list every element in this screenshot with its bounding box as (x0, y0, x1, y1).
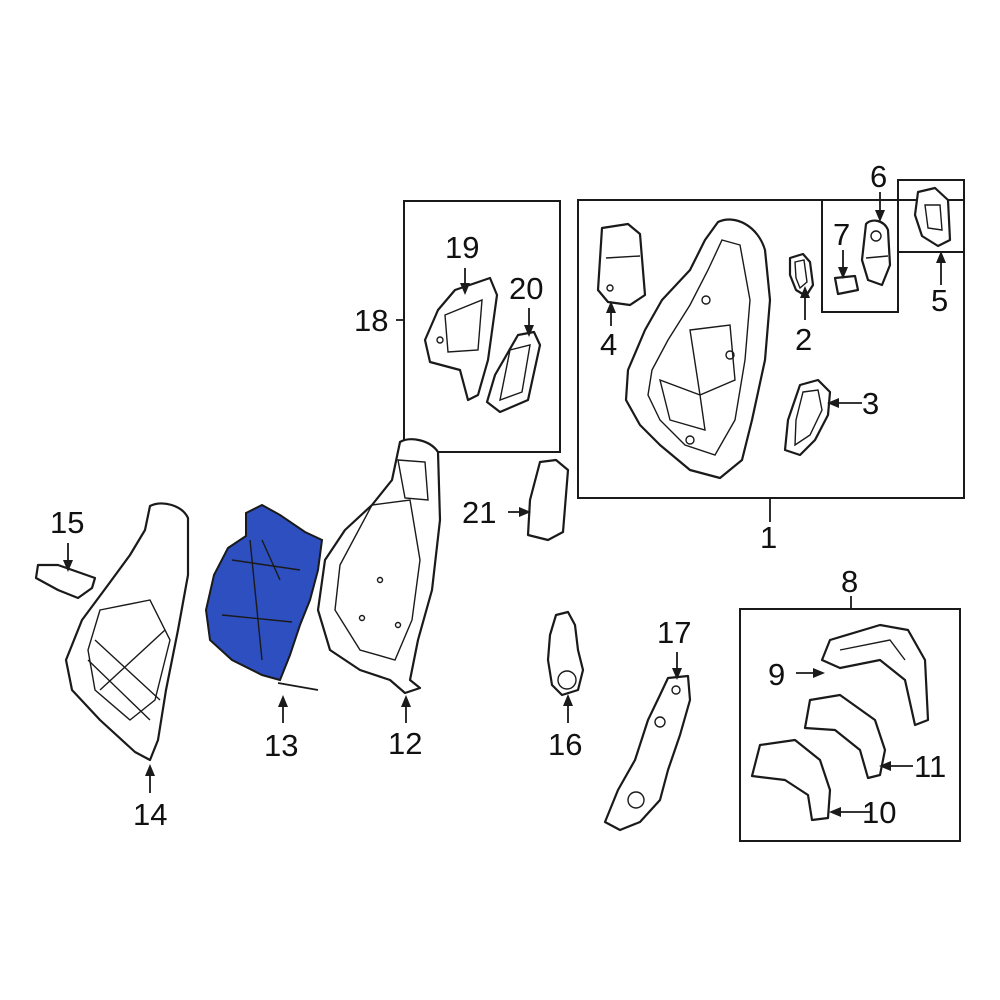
callout-19: 19 (445, 230, 479, 265)
callout-15: 15 (50, 505, 84, 540)
callout-5: 5 (931, 283, 948, 318)
part-21-pad[interactable] (526, 458, 570, 542)
callout-1: 1 (760, 520, 777, 555)
callout-10: 10 (862, 795, 896, 830)
group-box-6-7 (821, 199, 899, 313)
part-12-backrest-cushion[interactable] (316, 438, 442, 695)
seat-back-frame[interactable] (624, 218, 772, 480)
group-box-5 (897, 179, 965, 253)
part-15-bracket[interactable] (34, 563, 97, 600)
callout-2: 2 (795, 322, 812, 357)
callout-14: 14 (133, 797, 167, 832)
part-4-panel[interactable] (596, 222, 647, 307)
part-6-latch[interactable] (860, 219, 892, 287)
group-box-1 (577, 199, 965, 499)
callout-16: 16 (548, 727, 582, 762)
part-19-side-cover[interactable] (423, 276, 499, 402)
callout-6: 6 (870, 159, 887, 194)
callout-9: 9 (768, 657, 785, 692)
callout-7: 7 (833, 217, 850, 252)
part-7-clip[interactable] (833, 274, 860, 296)
part-14-seat-back-cover[interactable] (64, 502, 190, 762)
group-box-8 (739, 608, 961, 842)
group-box-18 (403, 200, 561, 453)
callout-17: 17 (657, 615, 691, 650)
part-5-bracket[interactable] (913, 186, 952, 248)
part-20-side-trim[interactable] (485, 330, 542, 414)
callout-8: 8 (841, 564, 858, 599)
callout-21: 21 (462, 495, 496, 530)
part-16-motor[interactable] (546, 610, 585, 697)
part-10-shield[interactable] (750, 738, 832, 822)
callout-4: 4 (600, 327, 617, 362)
callout-3: 3 (862, 386, 879, 421)
part-2-trim[interactable] (788, 252, 815, 298)
callout-13: 13 (264, 728, 298, 763)
part-11-shield[interactable] (803, 693, 887, 780)
callout-20: 20 (509, 271, 543, 306)
part-9-side-shield[interactable] (820, 623, 930, 727)
highlighted-part (204, 503, 324, 682)
part-13-seat-back-pad[interactable] (204, 503, 324, 691)
callout-11: 11 (914, 749, 946, 784)
part-3-cover[interactable] (783, 378, 832, 457)
callout-18: 18 (354, 303, 388, 338)
leader-lines (63, 192, 946, 817)
callout-12: 12 (388, 726, 422, 761)
part-17-hinge[interactable] (603, 674, 692, 832)
